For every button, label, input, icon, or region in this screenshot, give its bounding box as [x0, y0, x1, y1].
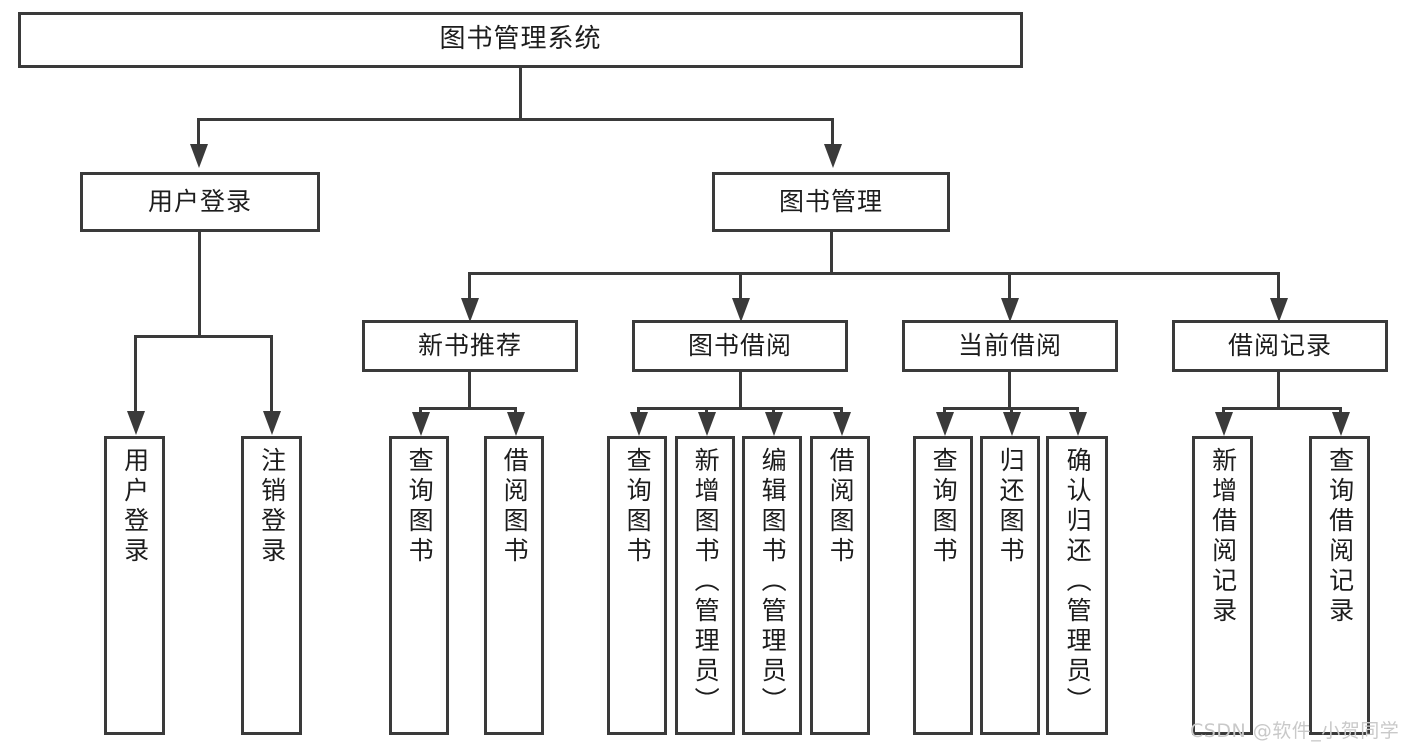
leaf-confirm-return[interactable]: 确认归还（管理员） [1046, 436, 1108, 735]
connector-bb-to-leaf-2 [705, 407, 708, 415]
arrow-root-to-user-login [190, 144, 208, 168]
leaf-user-login-label: 用户登录 [120, 447, 150, 567]
node-book-management-label: 图书管理 [778, 186, 883, 216]
arrow-to-new-book-recommend [461, 298, 479, 322]
leaf-logout-login[interactable]: 注销登录 [241, 436, 302, 735]
node-book-borrow-label: 图书借阅 [687, 330, 792, 360]
connector-bb-to-leaf-1 [637, 407, 640, 415]
leaf-logout-login-label: 注销登录 [257, 447, 287, 567]
arrow-nbr-to-leaf-1 [412, 412, 430, 436]
leaf-query-book-2-label: 查询图书 [623, 447, 653, 567]
connector-cb-to-leaf-2 [1010, 407, 1013, 415]
arrow-to-borrow-record [1270, 298, 1288, 322]
connector-current-borrow-stem [1008, 372, 1011, 407]
leaf-query-book-2[interactable]: 查询图书 [607, 436, 667, 735]
connector-to-borrow-record [1277, 272, 1280, 300]
leaf-query-book-1-label: 查询图书 [405, 447, 435, 567]
arrow-bb-to-leaf-2 [698, 412, 716, 436]
arrow-bb-to-leaf-1 [630, 412, 648, 436]
node-current-borrow[interactable]: 当前借阅 [902, 320, 1118, 372]
connector-root-to-book-manage [831, 118, 834, 146]
connector-nbr-to-leaf-1 [419, 407, 422, 415]
leaf-edit-book[interactable]: 编辑图书（管理员） [742, 436, 802, 735]
node-current-borrow-label: 当前借阅 [957, 330, 1062, 360]
connector-to-current-borrow [1008, 272, 1011, 300]
leaf-return-book[interactable]: 归还图书 [980, 436, 1040, 735]
arrow-br-to-leaf-1 [1215, 412, 1233, 436]
connector-book-borrow-stem [739, 372, 742, 407]
arrow-root-to-book-manage [824, 144, 842, 168]
leaf-add-record[interactable]: 新增借阅记录 [1192, 436, 1253, 735]
node-new-book-recommend-label: 新书推荐 [417, 330, 522, 360]
connector-borrow-record-stem [1277, 372, 1280, 407]
arrow-cb-to-leaf-2 [1003, 412, 1021, 436]
connector-bb-to-leaf-3 [772, 407, 775, 415]
leaf-borrow-book-1-label: 借阅图书 [500, 447, 530, 567]
connector-book-borrow-bus [637, 407, 843, 410]
connector-borrow-record-bus [1222, 407, 1342, 410]
leaf-add-book-label: 新增图书（管理员） [691, 447, 721, 717]
arrow-bb-to-leaf-4 [833, 412, 851, 436]
leaf-edit-book-label: 编辑图书（管理员） [758, 447, 788, 717]
connector-cb-to-leaf-3 [1076, 407, 1079, 415]
connector-user-login-to-leaf-2 [270, 335, 273, 413]
node-user-login[interactable]: 用户登录 [80, 172, 320, 232]
leaf-add-book[interactable]: 新增图书（管理员） [675, 436, 735, 735]
connector-user-login-to-leaf-1 [134, 335, 137, 413]
leaf-borrow-book-2[interactable]: 借阅图书 [810, 436, 870, 735]
connector-root-bus [197, 118, 834, 121]
connector-new-book-recommend-stem [468, 372, 471, 407]
leaf-return-book-label: 归还图书 [996, 447, 1026, 567]
node-borrow-record[interactable]: 借阅记录 [1172, 320, 1388, 372]
connector-br-to-leaf-1 [1222, 407, 1225, 415]
connector-level3-bus [468, 272, 1280, 275]
connector-cb-to-leaf-1 [943, 407, 946, 415]
arrow-bb-to-leaf-3 [765, 412, 783, 436]
node-root-book-management-system[interactable]: 图书管理系统 [18, 12, 1023, 68]
arrow-br-to-leaf-2 [1332, 412, 1350, 436]
connector-new-book-recommend-bus [419, 407, 517, 410]
leaf-confirm-return-label: 确认归还（管理员） [1063, 447, 1093, 717]
arrow-user-login-to-leaf-2 [263, 411, 281, 435]
arrow-to-book-borrow [732, 298, 750, 322]
watermark-csdn: CSDN @软件_小贺同学 [1190, 720, 1400, 742]
leaf-borrow-book-2-label: 借阅图书 [826, 447, 856, 567]
connector-br-to-leaf-2 [1339, 407, 1342, 415]
connector-user-login-bus [134, 335, 273, 338]
arrow-cb-to-leaf-1 [936, 412, 954, 436]
node-book-management[interactable]: 图书管理 [712, 172, 950, 232]
leaf-borrow-book-1[interactable]: 借阅图书 [484, 436, 544, 735]
arrow-nbr-to-leaf-2 [507, 412, 525, 436]
connector-root-to-user-login [197, 118, 200, 146]
connector-to-new-book-recommend [468, 272, 471, 300]
leaf-user-login[interactable]: 用户登录 [104, 436, 165, 735]
node-borrow-record-label: 借阅记录 [1227, 330, 1332, 360]
connector-bb-to-leaf-4 [840, 407, 843, 415]
leaf-query-book-3[interactable]: 查询图书 [913, 436, 973, 735]
leaf-query-record[interactable]: 查询借阅记录 [1309, 436, 1370, 735]
arrow-to-current-borrow [1001, 298, 1019, 322]
leaf-add-record-label: 新增借阅记录 [1208, 447, 1238, 627]
node-root-label: 图书管理系统 [439, 24, 602, 55]
arrow-cb-to-leaf-3 [1069, 412, 1087, 436]
arrow-user-login-to-leaf-1 [127, 411, 145, 435]
node-user-login-label: 用户登录 [147, 186, 252, 216]
connector-book-management-stem [830, 232, 833, 272]
node-new-book-recommend[interactable]: 新书推荐 [362, 320, 578, 372]
leaf-query-book-1[interactable]: 查询图书 [389, 436, 449, 735]
connector-user-login-stem [198, 232, 201, 335]
node-book-borrow[interactable]: 图书借阅 [632, 320, 848, 372]
leaf-query-book-3-label: 查询图书 [929, 447, 959, 567]
connector-nbr-to-leaf-2 [514, 407, 517, 415]
connector-root-stem [519, 68, 522, 118]
leaf-query-record-label: 查询借阅记录 [1325, 447, 1355, 627]
connector-to-book-borrow [739, 272, 742, 300]
